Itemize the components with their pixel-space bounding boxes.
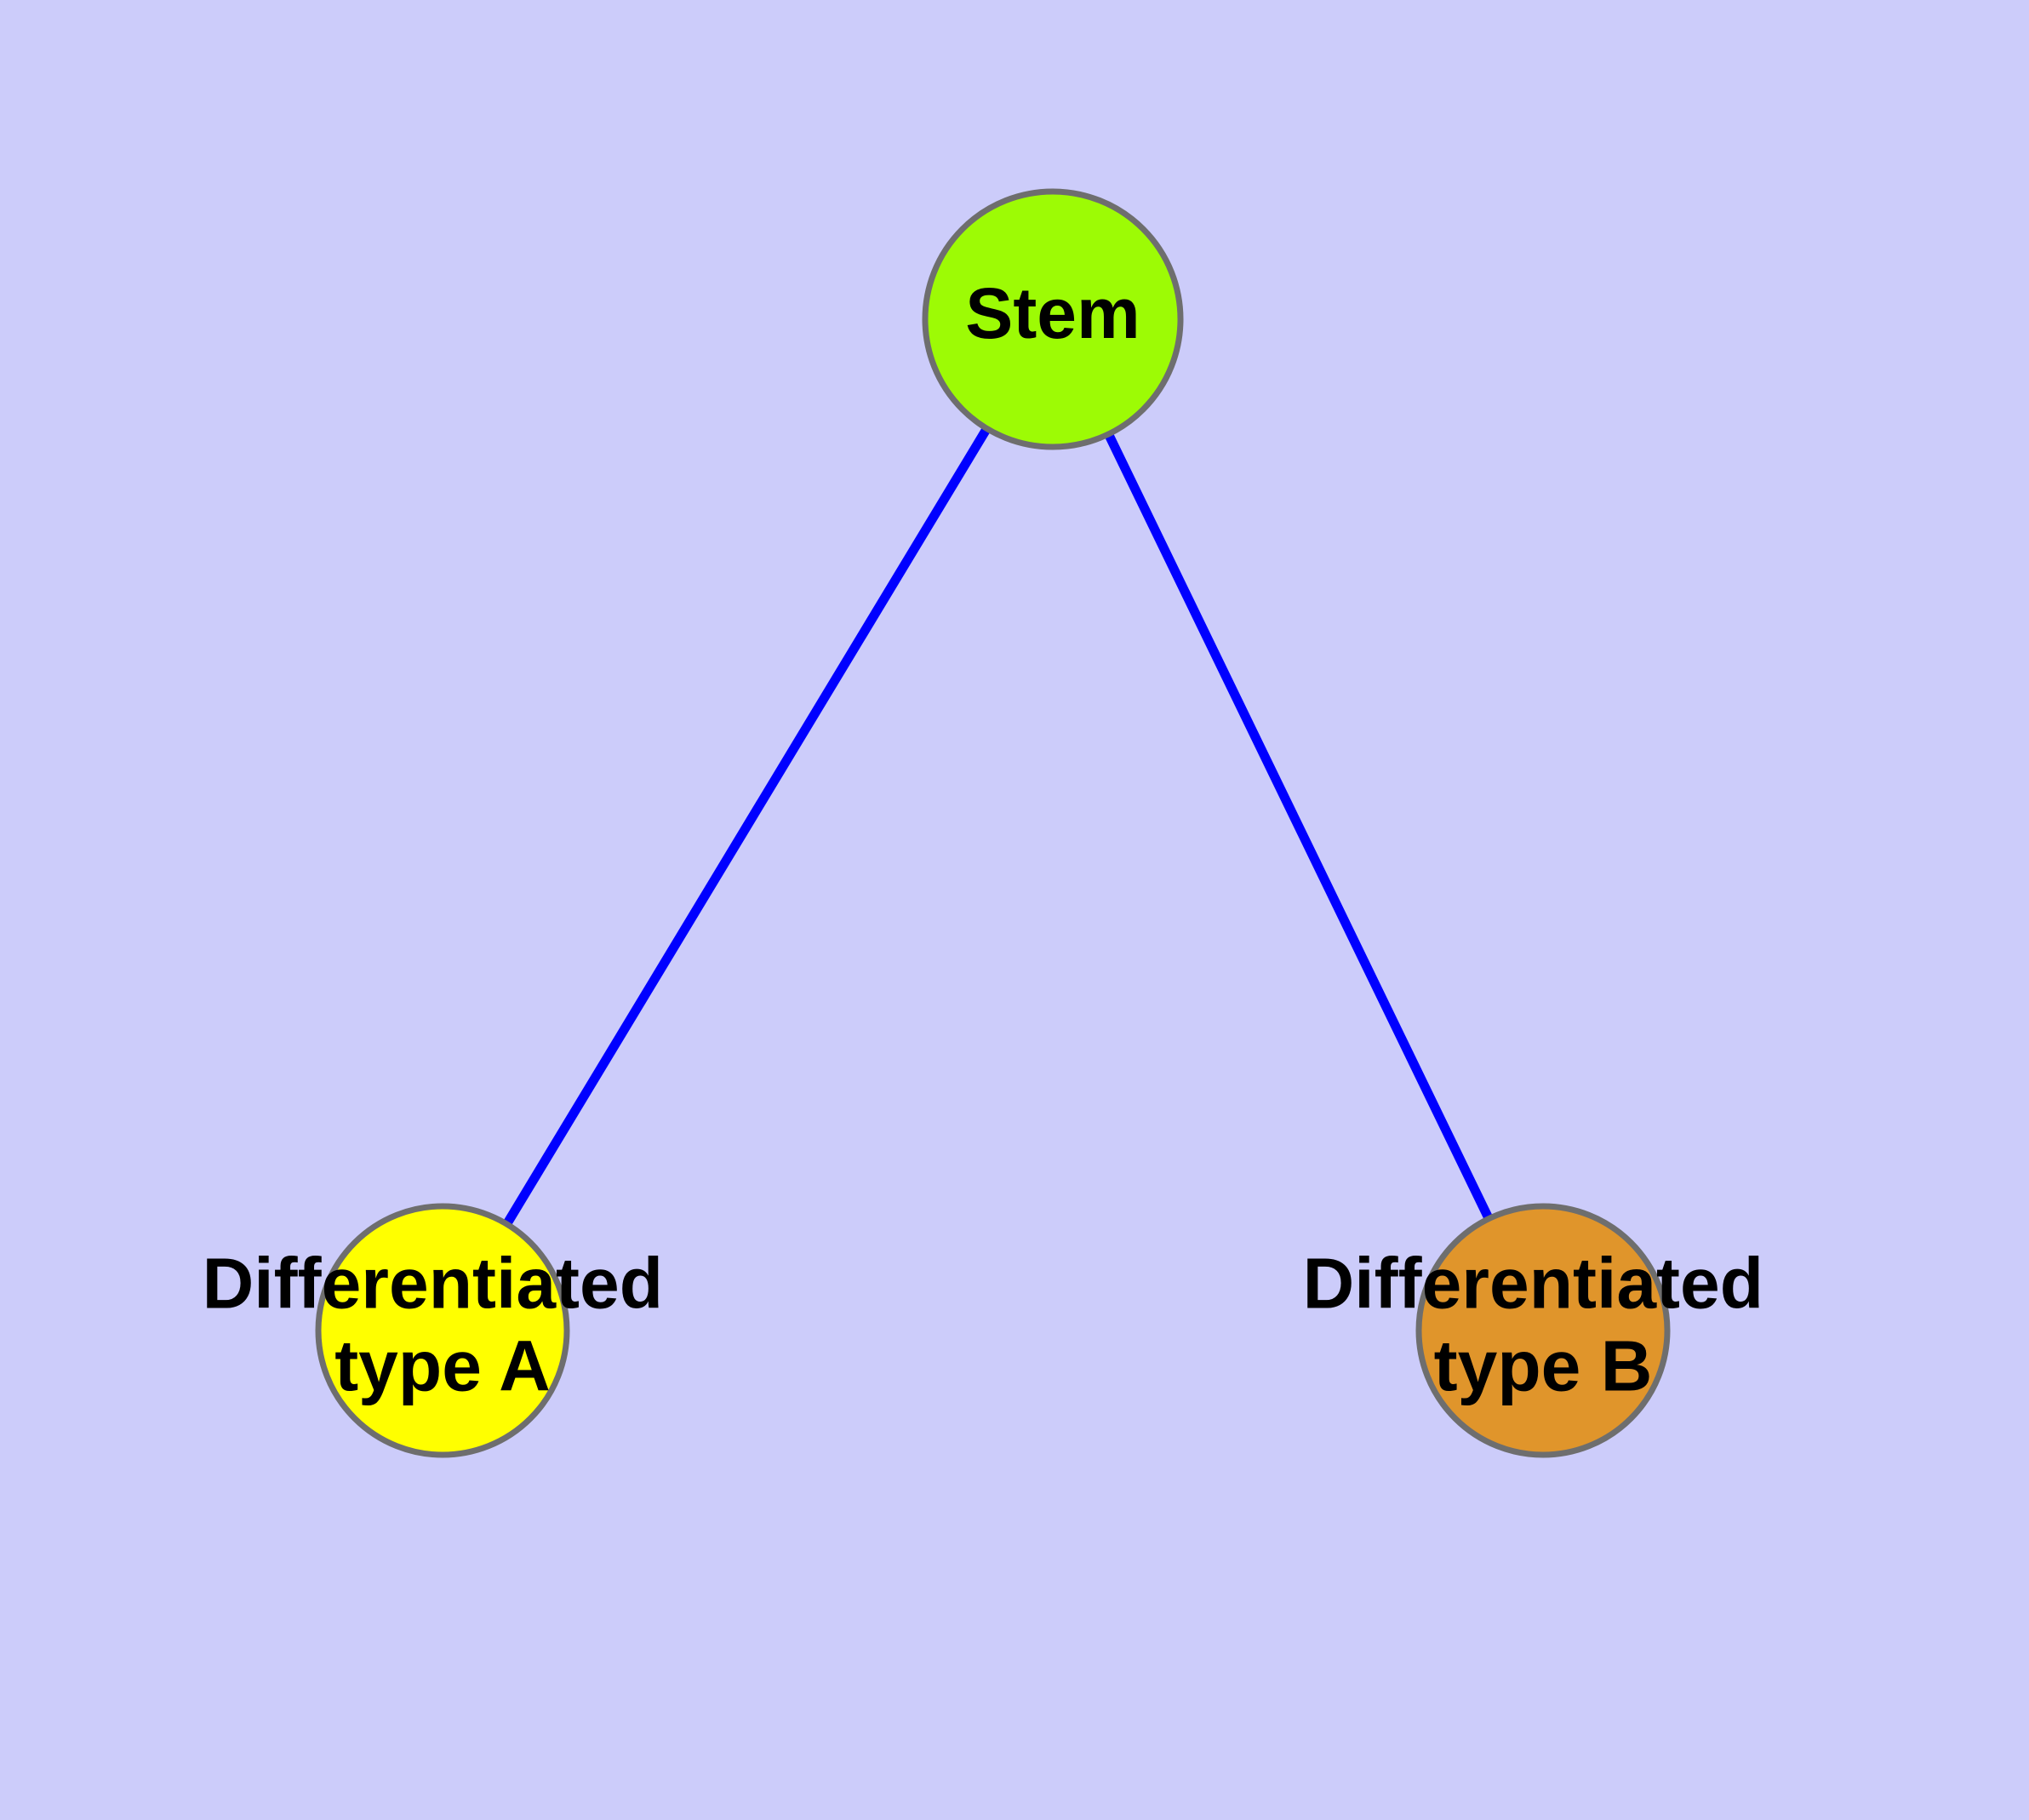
node-stem[interactable] <box>922 188 1184 450</box>
node-differentiated-type-b[interactable] <box>1415 1203 1671 1458</box>
node-label-differentiated-type-b-line1: Differentiated <box>1303 1243 1763 1323</box>
edges-group <box>503 427 1493 1226</box>
node-label-differentiated-type-a: Differentiated type A <box>203 1243 683 1405</box>
edge-stem-to-differentiated-type-b[interactable] <box>1105 433 1493 1220</box>
node-label-differentiated-type-a-line1: Differentiated <box>203 1243 663 1323</box>
edge-stem-to-differentiated-type-a[interactable] <box>503 427 991 1226</box>
node-label-differentiated-type-b-line2: type B <box>1434 1326 1653 1406</box>
node-label-stem-line: Stem <box>965 273 1140 353</box>
nodes-group <box>315 188 1671 1458</box>
node-differentiated-type-a[interactable] <box>315 1203 570 1458</box>
node-circle-differentiated-type-a[interactable] <box>315 1203 570 1458</box>
labels-group: Stem Differentiated type A Differentiate… <box>203 273 1784 1406</box>
node-label-differentiated-type-a-line2: type A <box>334 1326 551 1406</box>
node-label-differentiated-type-b: Differentiated type B <box>1303 1243 1784 1405</box>
node-circle-stem[interactable] <box>922 188 1184 450</box>
node-circle-differentiated-type-b[interactable] <box>1415 1203 1671 1458</box>
node-label-stem: Stem <box>965 273 1140 353</box>
